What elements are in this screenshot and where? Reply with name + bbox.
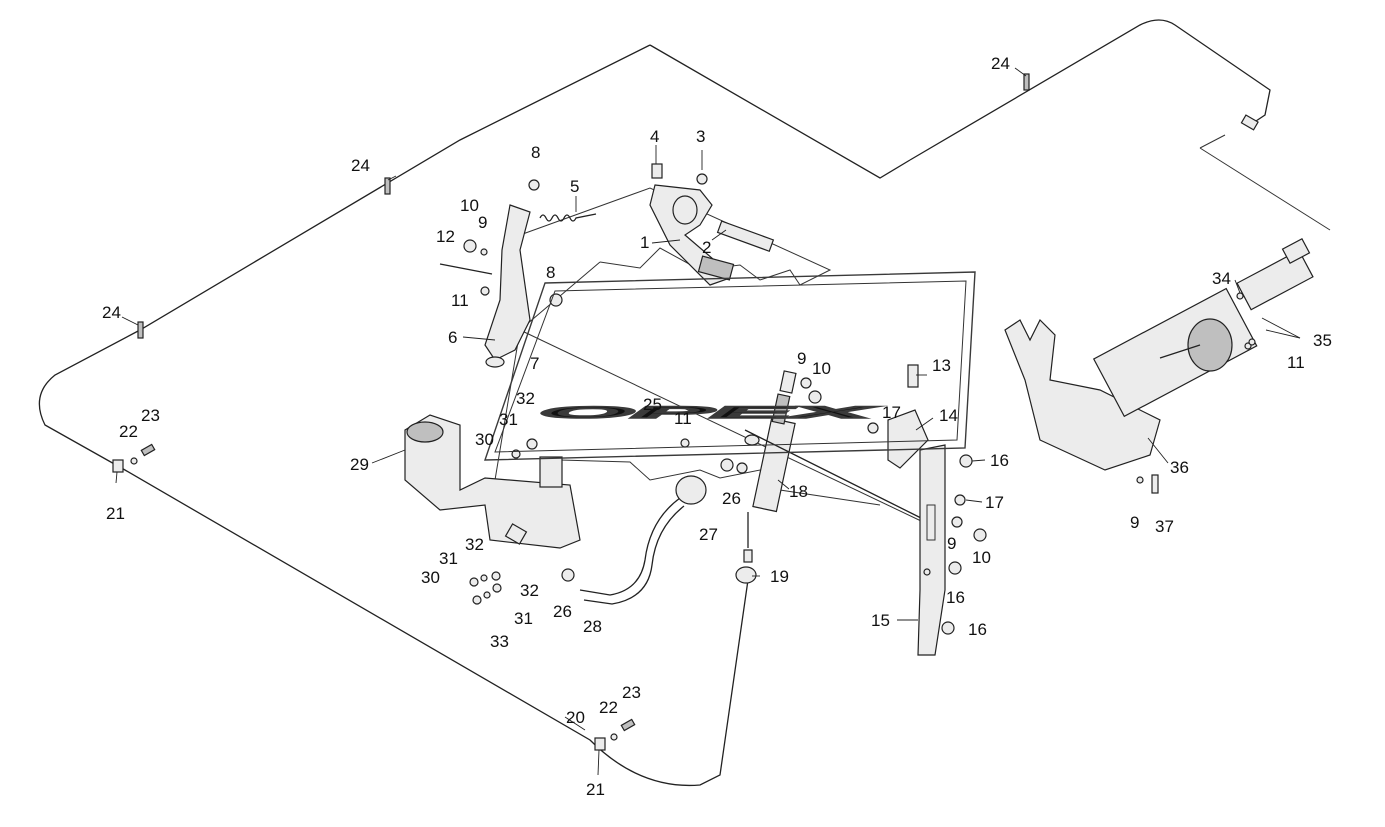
- callout-1: 1: [640, 233, 649, 252]
- callout-16-a: 16: [990, 451, 1009, 470]
- callout-11-c: 11: [1287, 353, 1305, 372]
- callout-24-b: 24: [102, 303, 121, 322]
- callout-31-a: 31: [499, 410, 518, 429]
- callout-11-a: 11: [451, 291, 469, 310]
- callout-30-a: 30: [475, 430, 494, 449]
- callout-18: 18: [789, 482, 808, 501]
- callout-labels: 1 2 3 4 5 6 7 8 8 9 9 9 9 10 10 10 11 11…: [102, 54, 1332, 799]
- callout-33: 33: [490, 632, 509, 651]
- callout-19: 19: [770, 567, 789, 586]
- watermark: OPEX: [484, 271, 976, 461]
- leader-lines: [115, 67, 1301, 776]
- callout-6: 6: [448, 328, 457, 347]
- mounting-plate: [867, 364, 987, 656]
- callout-28: 28: [583, 617, 602, 636]
- callout-16-b: 16: [946, 588, 965, 607]
- callout-17-a: 17: [882, 403, 901, 422]
- callout-3: 3: [696, 127, 705, 146]
- callout-5: 5: [570, 177, 579, 196]
- callout-14: 14: [939, 406, 958, 425]
- callout-32-a: 32: [516, 389, 535, 408]
- watermark-text: OPEX: [540, 403, 882, 422]
- callout-4: 4: [650, 127, 659, 146]
- callout-21-b: 21: [586, 780, 605, 799]
- callout-9-b: 9: [797, 349, 806, 368]
- callout-17-b: 17: [985, 493, 1004, 512]
- callout-16-c: 16: [968, 620, 987, 639]
- return-spring: [528, 179, 597, 222]
- callout-21-a: 21: [106, 504, 125, 523]
- callout-22-b: 22: [599, 698, 618, 717]
- clutch-booster: [1004, 237, 1314, 494]
- callout-23-a: 23: [141, 406, 160, 425]
- callout-26-b: 26: [553, 602, 572, 621]
- callout-24-c: 24: [991, 54, 1010, 73]
- callout-10-b: 10: [812, 359, 831, 378]
- callout-9-a: 9: [478, 213, 487, 232]
- callout-9-c: 9: [947, 534, 956, 553]
- callout-20: 20: [566, 708, 585, 727]
- callout-30-b: 30: [421, 568, 440, 587]
- callout-24-a: 24: [351, 156, 370, 175]
- hose: [561, 438, 734, 605]
- callout-35: 35: [1313, 331, 1332, 350]
- callout-27: 27: [699, 525, 718, 544]
- callout-31-c: 31: [514, 609, 533, 628]
- pipe-clips: [112, 73, 1259, 751]
- callout-37: 37: [1155, 517, 1174, 536]
- callout-8-a: 8: [531, 143, 540, 162]
- pipe-line-20: [38, 19, 1331, 787]
- callout-13: 13: [932, 356, 951, 375]
- callout-25: 25: [643, 395, 662, 414]
- callout-15: 15: [871, 611, 890, 630]
- callout-11-b: 11: [674, 409, 692, 428]
- pedal-lever: [649, 163, 775, 286]
- callout-32-b: 32: [465, 535, 484, 554]
- callout-9-d: 9: [1130, 513, 1139, 532]
- callout-2: 2: [702, 238, 711, 257]
- callout-36: 36: [1170, 458, 1189, 477]
- push-rod: [735, 512, 757, 584]
- callout-32-c: 32: [520, 581, 539, 600]
- callout-29: 29: [350, 455, 369, 474]
- callout-22-a: 22: [119, 422, 138, 441]
- callout-10-a: 10: [460, 196, 479, 215]
- callout-10-c: 10: [972, 548, 991, 567]
- callout-8-b: 8: [546, 263, 555, 282]
- callout-31-b: 31: [439, 549, 458, 568]
- callout-23-b: 23: [622, 683, 641, 702]
- reservoir-fasteners: [469, 571, 502, 605]
- callout-26-a: 26: [722, 489, 741, 508]
- lever-bracket: [439, 204, 563, 368]
- callout-34: 34: [1212, 269, 1231, 288]
- callout-7: 7: [530, 354, 539, 373]
- callout-12: 12: [436, 227, 455, 246]
